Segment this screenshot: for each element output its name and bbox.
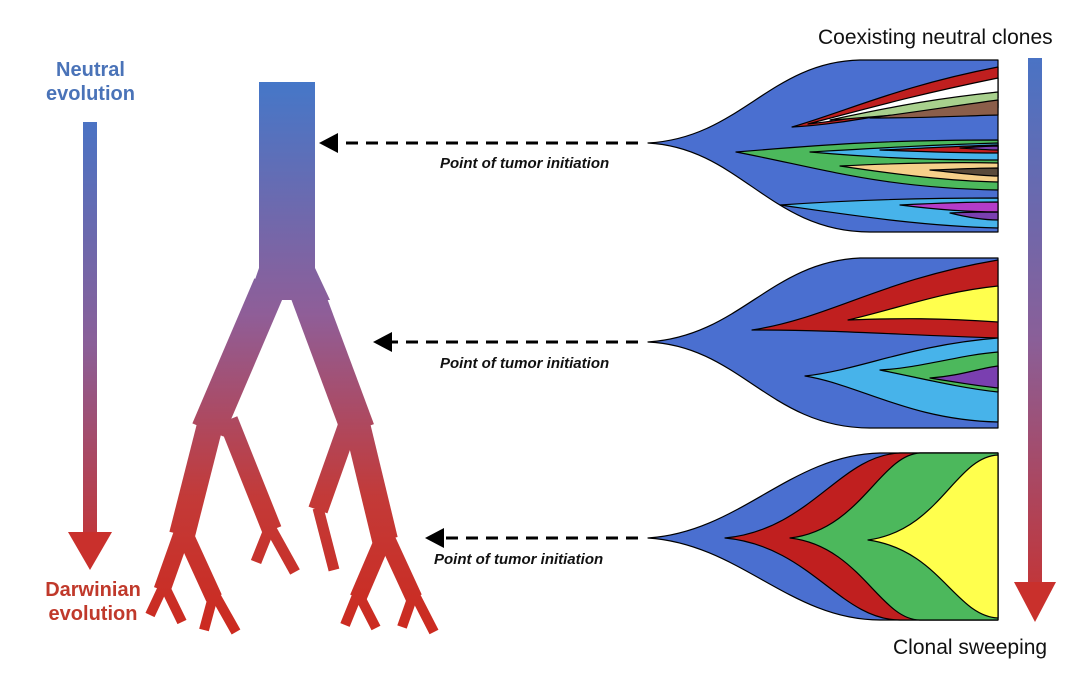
- neutral-label-line2: evolution: [46, 83, 135, 105]
- neutral-to-darwinian-arrow: [68, 122, 112, 570]
- initiation-arrow-3: [425, 528, 638, 548]
- coexisting-to-sweeping-arrow: [1014, 58, 1056, 622]
- neutral-evolution-label: Neutral evolution: [28, 58, 153, 106]
- initiation-label-1: Point of tumor initiation: [440, 155, 610, 172]
- neutral-label-line1: Neutral: [56, 59, 125, 81]
- initiation-arrow-2: [373, 332, 638, 352]
- initiation-arrow-1: [319, 133, 638, 153]
- initiation-label-2: Point of tumor initiation: [440, 355, 610, 372]
- fish-plot-clonal-sweep: [647, 452, 999, 621]
- fish-plot-intermediate: [647, 257, 999, 429]
- coexisting-clones-label: Coexisting neutral clones: [818, 26, 1053, 49]
- fish-plot-neutral-clones: [647, 59, 999, 233]
- clonal-sweeping-label: Clonal sweeping: [893, 636, 1048, 659]
- darwinian-label-line1: Darwinian: [45, 579, 141, 601]
- phylogenetic-tree: [145, 82, 439, 635]
- darwinian-evolution-label: Darwinian evolution: [18, 578, 168, 626]
- initiation-label-3: Point of tumor initiation: [434, 551, 604, 568]
- darwinian-label-line2: evolution: [48, 603, 138, 625]
